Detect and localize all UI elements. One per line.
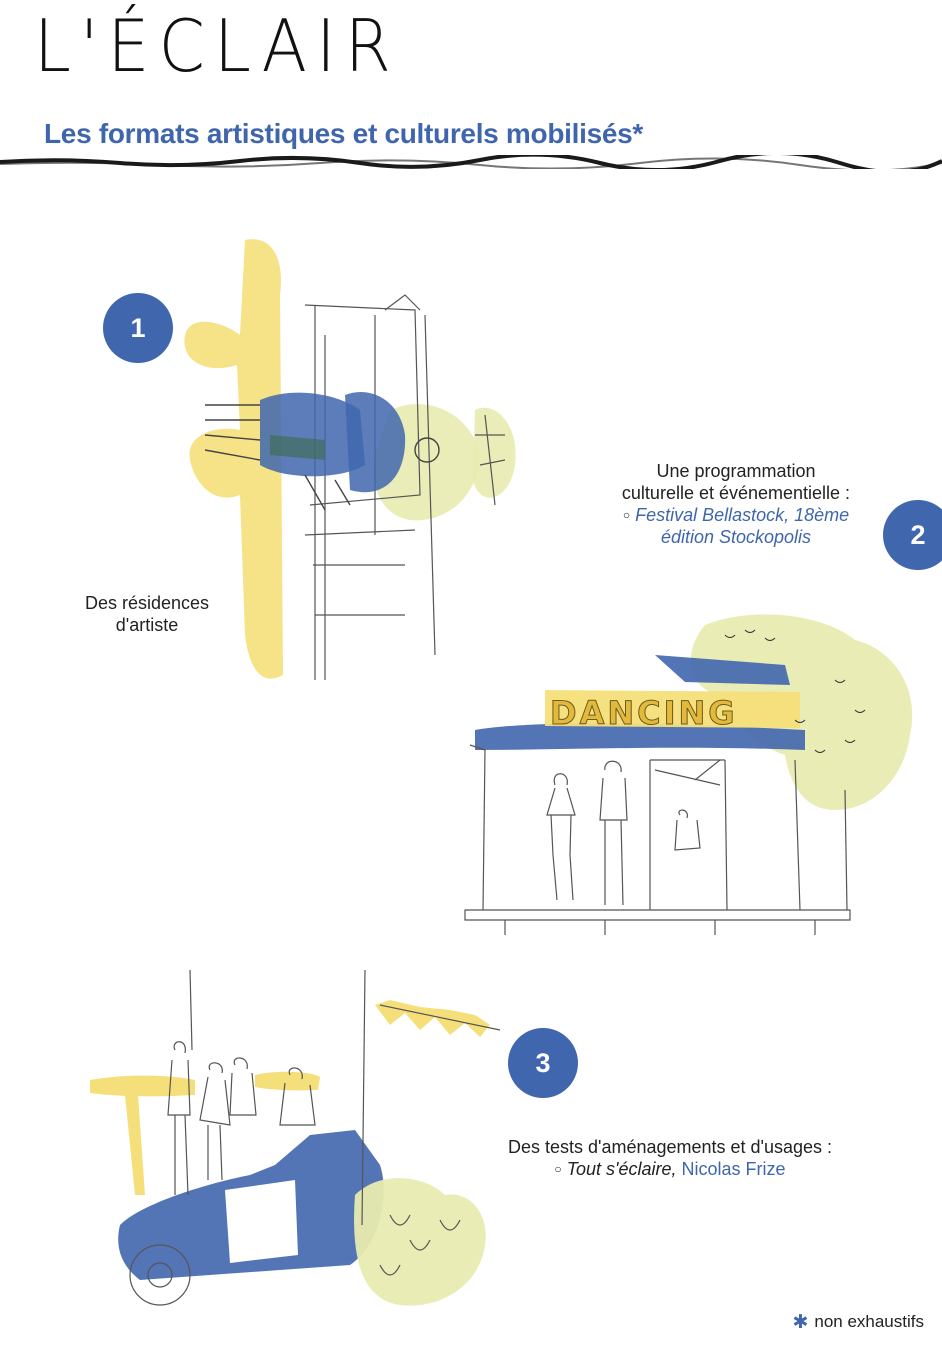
brush-divider bbox=[0, 155, 942, 169]
project-title: Tout s'éclaire, bbox=[566, 1159, 677, 1179]
event-link[interactable]: édition Stockopolis bbox=[660, 527, 812, 547]
event-link[interactable]: Festival Bellastock, 18ème bbox=[635, 505, 850, 525]
step-badge-1: 1 bbox=[103, 293, 173, 363]
illustration-residency bbox=[184, 239, 516, 680]
illustration-tests bbox=[90, 969, 501, 1306]
page-title: Les formats artistiques et culturels mob… bbox=[44, 118, 643, 149]
caption-line: Des résidences bbox=[84, 593, 210, 613]
caption-tests: Des tests d'aménagements et d'usages : ○… bbox=[470, 1136, 870, 1180]
artist-link[interactable]: Nicolas Frize bbox=[681, 1159, 786, 1179]
caption-line: Une programmation bbox=[656, 461, 816, 481]
asterisk-icon: ✱ bbox=[792, 1311, 809, 1333]
caption-residency: Des résidences d'artiste bbox=[62, 592, 232, 636]
illustration-dancing: DANCING bbox=[464, 614, 913, 935]
brand-logo: L'ÉCLAIR bbox=[34, 4, 401, 88]
step-badge-3: 3 bbox=[508, 1028, 578, 1098]
footnote-text: non exhaustifs bbox=[814, 1312, 924, 1331]
caption-line: culturelle et événementielle : bbox=[621, 483, 851, 503]
dancing-sign-text: DANCING bbox=[550, 694, 738, 732]
step-badge-2: 2 bbox=[883, 500, 942, 570]
bullet-icon: ○ bbox=[622, 508, 631, 522]
bullet-icon: ○ bbox=[554, 1162, 562, 1176]
footnote: ✱ non exhaustifs bbox=[792, 1312, 924, 1332]
caption-line: d'artiste bbox=[115, 615, 179, 635]
caption-programmation: Une programmation culturelle et événemen… bbox=[586, 460, 886, 548]
caption-line: Des tests d'aménagements et d'usages : bbox=[507, 1137, 833, 1157]
